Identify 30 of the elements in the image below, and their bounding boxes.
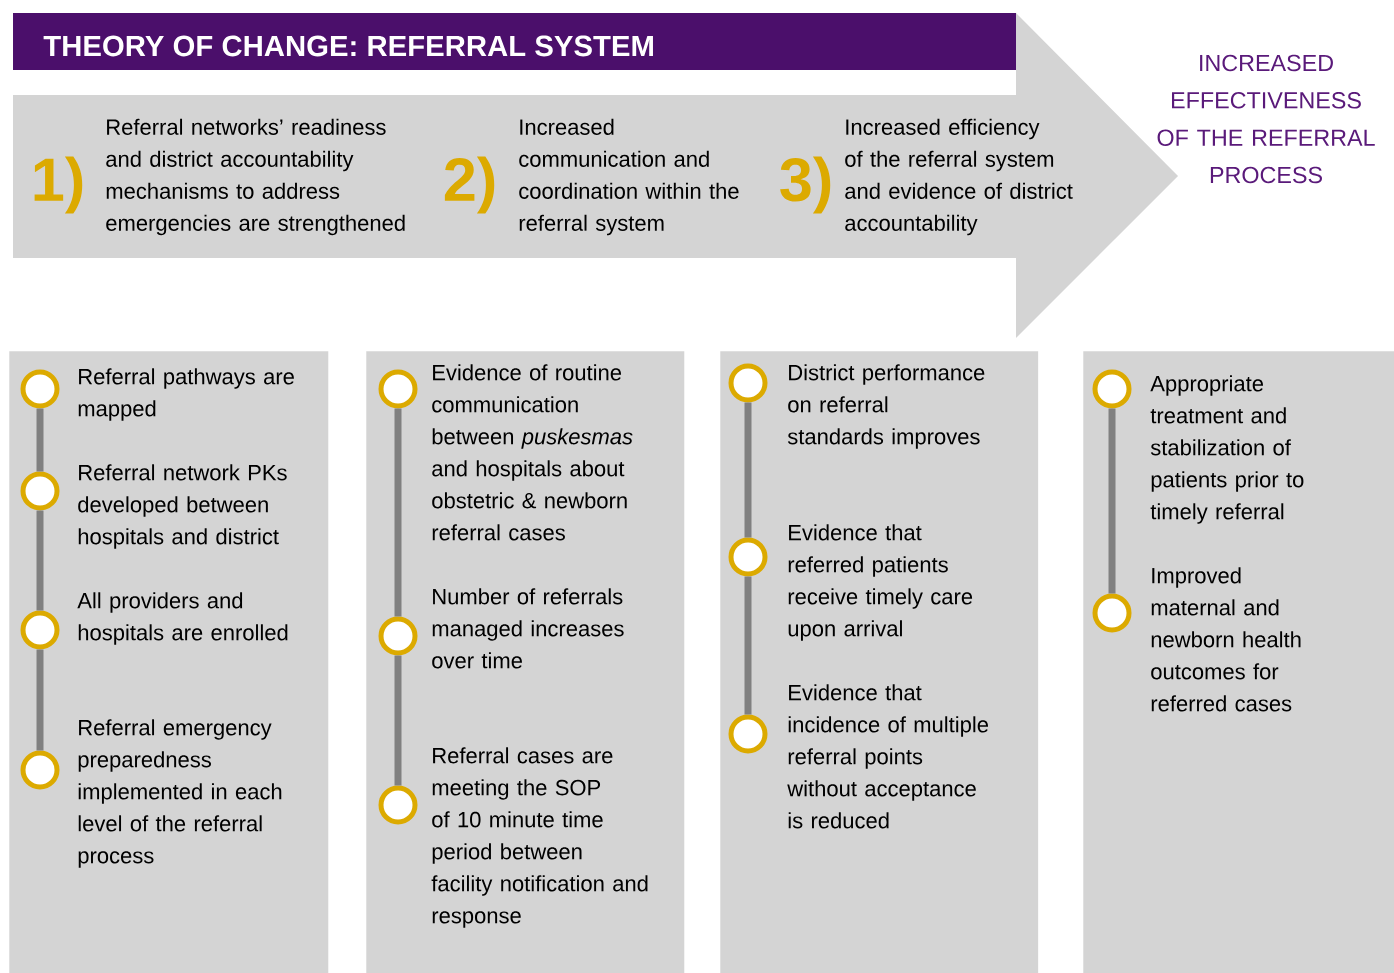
item-text: Number of referrals managed increases over time <box>432 588 624 669</box>
item-text: Referral pathways are mapped <box>78 368 294 421</box>
outcome-text: INCREASED EFFECTIVENESS OF THE REFERRAL PROCESS <box>1157 54 1375 184</box>
connector-line <box>1108 408 1116 594</box>
item-text: Improved maternal and newborn health outcomes for referred cases <box>1151 567 1301 712</box>
item-text: Appropriate treatment and stabilization of patients prior to timely referral <box>1150 375 1304 524</box>
item-text: District performance on referral standards improves <box>787 364 985 449</box>
title-banner: THEORY OF CHANGE: REFERRAL SYSTEM <box>13 13 1016 70</box>
item-text: Referral cases are meeting the SOP of 10 minute time period between facility notification and response <box>431 747 648 928</box>
step-text: Increased communication and coordination within the referral system <box>519 118 739 236</box>
item-text: Evidence that incidence of multiple referral points without acceptance is reduced <box>787 684 988 829</box>
item-text: Referral emergency preparedness implemented in each level of the referral process <box>78 719 282 868</box>
connector-line <box>36 408 44 472</box>
step-number: 2) <box>444 156 495 214</box>
step-number: 1) <box>34 156 83 214</box>
item-text: Referral network PKs developed between hospitals and district <box>78 464 287 549</box>
step-text: Referral networks’ readiness and district accountability mechanisms to address emergencies are strengthened <box>106 118 405 236</box>
connector-line <box>36 510 44 611</box>
column-panel <box>366 351 685 973</box>
item-text: Evidence of routine communication between puskesmas and hospitals about obstetric & newborn referral cases <box>432 364 633 541</box>
connector-line <box>36 649 44 751</box>
column-panel <box>1083 351 1394 973</box>
step-text: Increased efficiency of the referral system and evidence of district accountability <box>845 118 1073 236</box>
column-panel <box>9 351 329 973</box>
connector-line <box>394 408 402 617</box>
item-text: All providers and hospitals are enrolled <box>77 592 288 645</box>
column-panel <box>720 351 1039 973</box>
step-number: 3) <box>780 156 831 214</box>
item-text: Evidence that referred patients receive timely care upon arrival <box>788 524 973 641</box>
connector-line <box>744 576 752 715</box>
